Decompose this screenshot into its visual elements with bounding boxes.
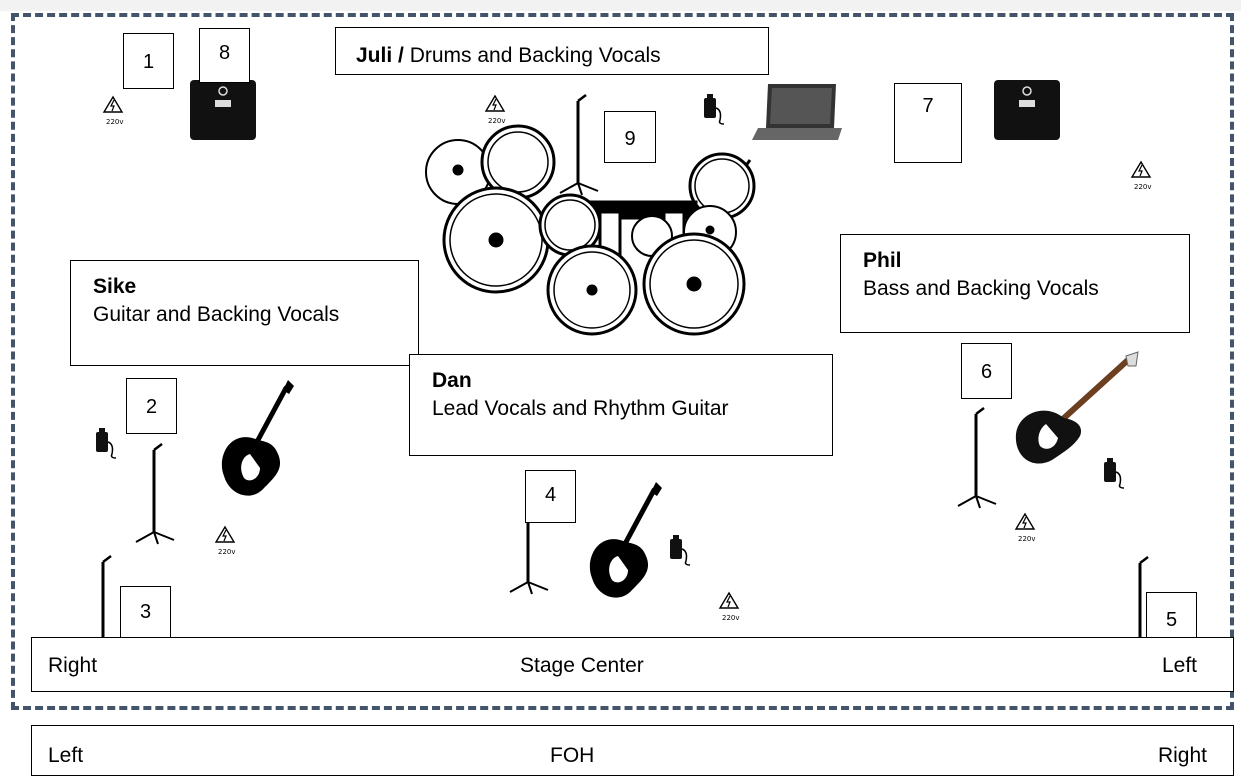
power-outlet-icon (719, 592, 739, 609)
position-number-box: 9 (604, 111, 656, 163)
bass-amp-stage-left (993, 79, 1061, 141)
position-number-box: 4 (525, 470, 576, 523)
power-outlet-icon (1015, 513, 1035, 530)
position-number-box: 1 (123, 33, 174, 89)
laptop-icon (752, 84, 842, 140)
power-outlet-icon (103, 96, 123, 113)
power-label: 220v (106, 118, 124, 126)
phil-name: Phil (863, 249, 902, 272)
stage-left-label: Left (1161, 654, 1197, 677)
position-number-box: 5 (1146, 592, 1197, 640)
sike-label-box: Sike Guitar and Backing Vocals (70, 260, 419, 366)
sike-name: Sike (93, 275, 137, 298)
power-label: 220v (1134, 183, 1152, 191)
dan-label-box: Dan Lead Vocals and Rhythm Guitar (409, 354, 833, 456)
position-number-box: 7 (894, 83, 962, 163)
in-ear-pack-icon (703, 93, 725, 125)
in-ear-pack-icon (95, 427, 117, 459)
phil-role: Bass and Backing Vocals (863, 277, 1099, 300)
position-number-box: 6 (961, 343, 1012, 399)
juli-label-box: Juli / Drums and Backing Vocals (335, 27, 769, 75)
bass-guitar-icon (1015, 351, 1139, 464)
power-label: 220v (218, 548, 236, 556)
power-outlet-icon (485, 95, 505, 112)
electric-guitar-dan (590, 482, 662, 598)
juli-name: Juli / (356, 44, 404, 67)
dan-name: Dan (432, 369, 472, 392)
position-number-box: 2 (126, 378, 177, 434)
position-number-box: 3 (120, 586, 171, 638)
position-number-box: 8 (199, 28, 250, 83)
stage-right-label: Right (48, 654, 98, 677)
sike-role: Guitar and Backing Vocals (93, 303, 340, 326)
stage-center-label: Stage Center (520, 654, 644, 677)
power-label: 220v (722, 614, 740, 622)
mic-stand-drums (558, 93, 600, 197)
power-outlet-icon (215, 526, 235, 543)
foh-orientation-strip: Left FOH Right (31, 725, 1234, 776)
phil-label-box: Phil Bass and Backing Vocals (840, 234, 1190, 333)
power-outlet-icon (1131, 161, 1151, 178)
electric-guitar-sike (222, 380, 294, 496)
power-label: 220v (1018, 535, 1036, 543)
top-band (0, 0, 1241, 11)
foh-label: FOH (550, 744, 595, 767)
power-label: 220v (488, 117, 506, 125)
guitar-amp-stage-right (189, 79, 257, 141)
foh-left-label: Left (48, 744, 84, 767)
foh-right-label: Right (1157, 744, 1207, 767)
in-ear-pack-icon (669, 534, 691, 566)
stage-frame (11, 13, 1234, 710)
dan-role: Lead Vocals and Rhythm Guitar (432, 397, 729, 420)
stage-orientation-strip: Right Stage Center Left (31, 637, 1234, 692)
mic-stand-phil (956, 406, 998, 510)
mic-stand-sike (134, 442, 176, 546)
drum-kit-icon (425, 124, 756, 336)
in-ear-pack-icon (1103, 457, 1125, 489)
juli-role: Drums and Backing Vocals (409, 44, 661, 67)
